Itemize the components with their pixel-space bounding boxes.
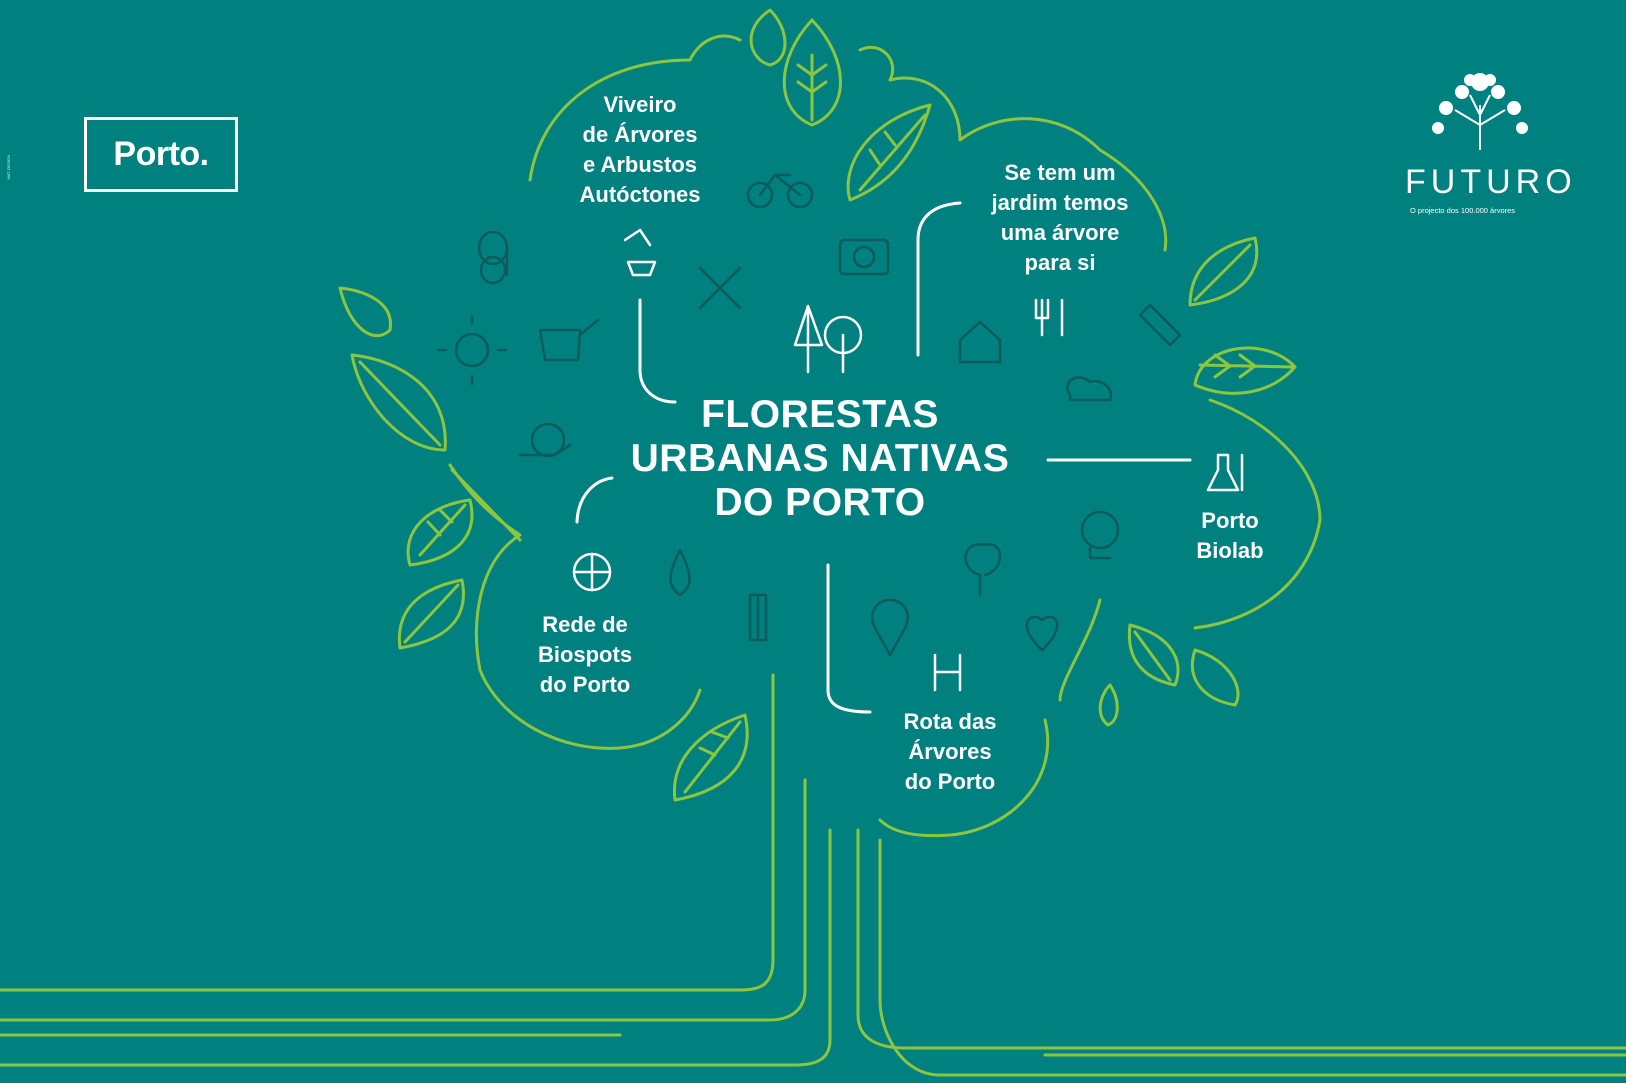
- label-viveiro-line: de Árvores: [582, 122, 698, 147]
- label-jardim-line: Se tem um: [1004, 160, 1116, 185]
- label-viveiro: Viveiro de Árvores e Arbustos Autóctones: [560, 90, 720, 210]
- label-jardim-line: uma árvore: [1000, 220, 1120, 245]
- label-biospots-line: do Porto: [539, 672, 631, 697]
- label-biolab: Porto Biolab: [1180, 506, 1280, 566]
- title-line-3: DO PORTO: [714, 481, 926, 524]
- label-jardim: Se tem um jardim temos uma árvore para s…: [975, 158, 1145, 278]
- label-jardim-line: jardim temos: [991, 190, 1129, 215]
- credit-text: MAT DESIGN: [6, 155, 11, 180]
- label-rota: Rota das Árvores do Porto: [885, 707, 1015, 797]
- label-rota-line: Rota das: [903, 709, 997, 734]
- title-line-1: FLORESTAS: [701, 393, 939, 436]
- label-biolab-line: Biolab: [1196, 538, 1264, 563]
- label-viveiro-line: e Arbustos: [582, 152, 698, 177]
- label-rota-line: do Porto: [904, 769, 996, 794]
- page-title: FLORESTAS URBANAS NATIVAS DO PORTO: [600, 393, 1040, 525]
- label-biospots: Rede de Biospots do Porto: [525, 610, 645, 700]
- label-biospots-line: Biospots: [537, 642, 633, 667]
- label-viveiro-line: Autóctones: [579, 182, 701, 207]
- porto-logo: Porto.: [84, 117, 238, 192]
- title-line-2: URBANAS NATIVAS: [630, 437, 1010, 480]
- label-rota-line: Árvores: [908, 739, 992, 764]
- label-biospots-line: Rede de: [542, 612, 628, 637]
- porto-logo-text: Porto.: [113, 135, 209, 173]
- label-jardim-line: para si: [1024, 250, 1096, 275]
- label-biolab-line: Porto: [1201, 508, 1259, 533]
- label-viveiro-line: Viveiro: [603, 92, 677, 117]
- futuro-logo-subtitle: O projecto dos 100.000 árvores: [1410, 206, 1516, 215]
- futuro-logo-title: FUTURO: [1405, 163, 1577, 201]
